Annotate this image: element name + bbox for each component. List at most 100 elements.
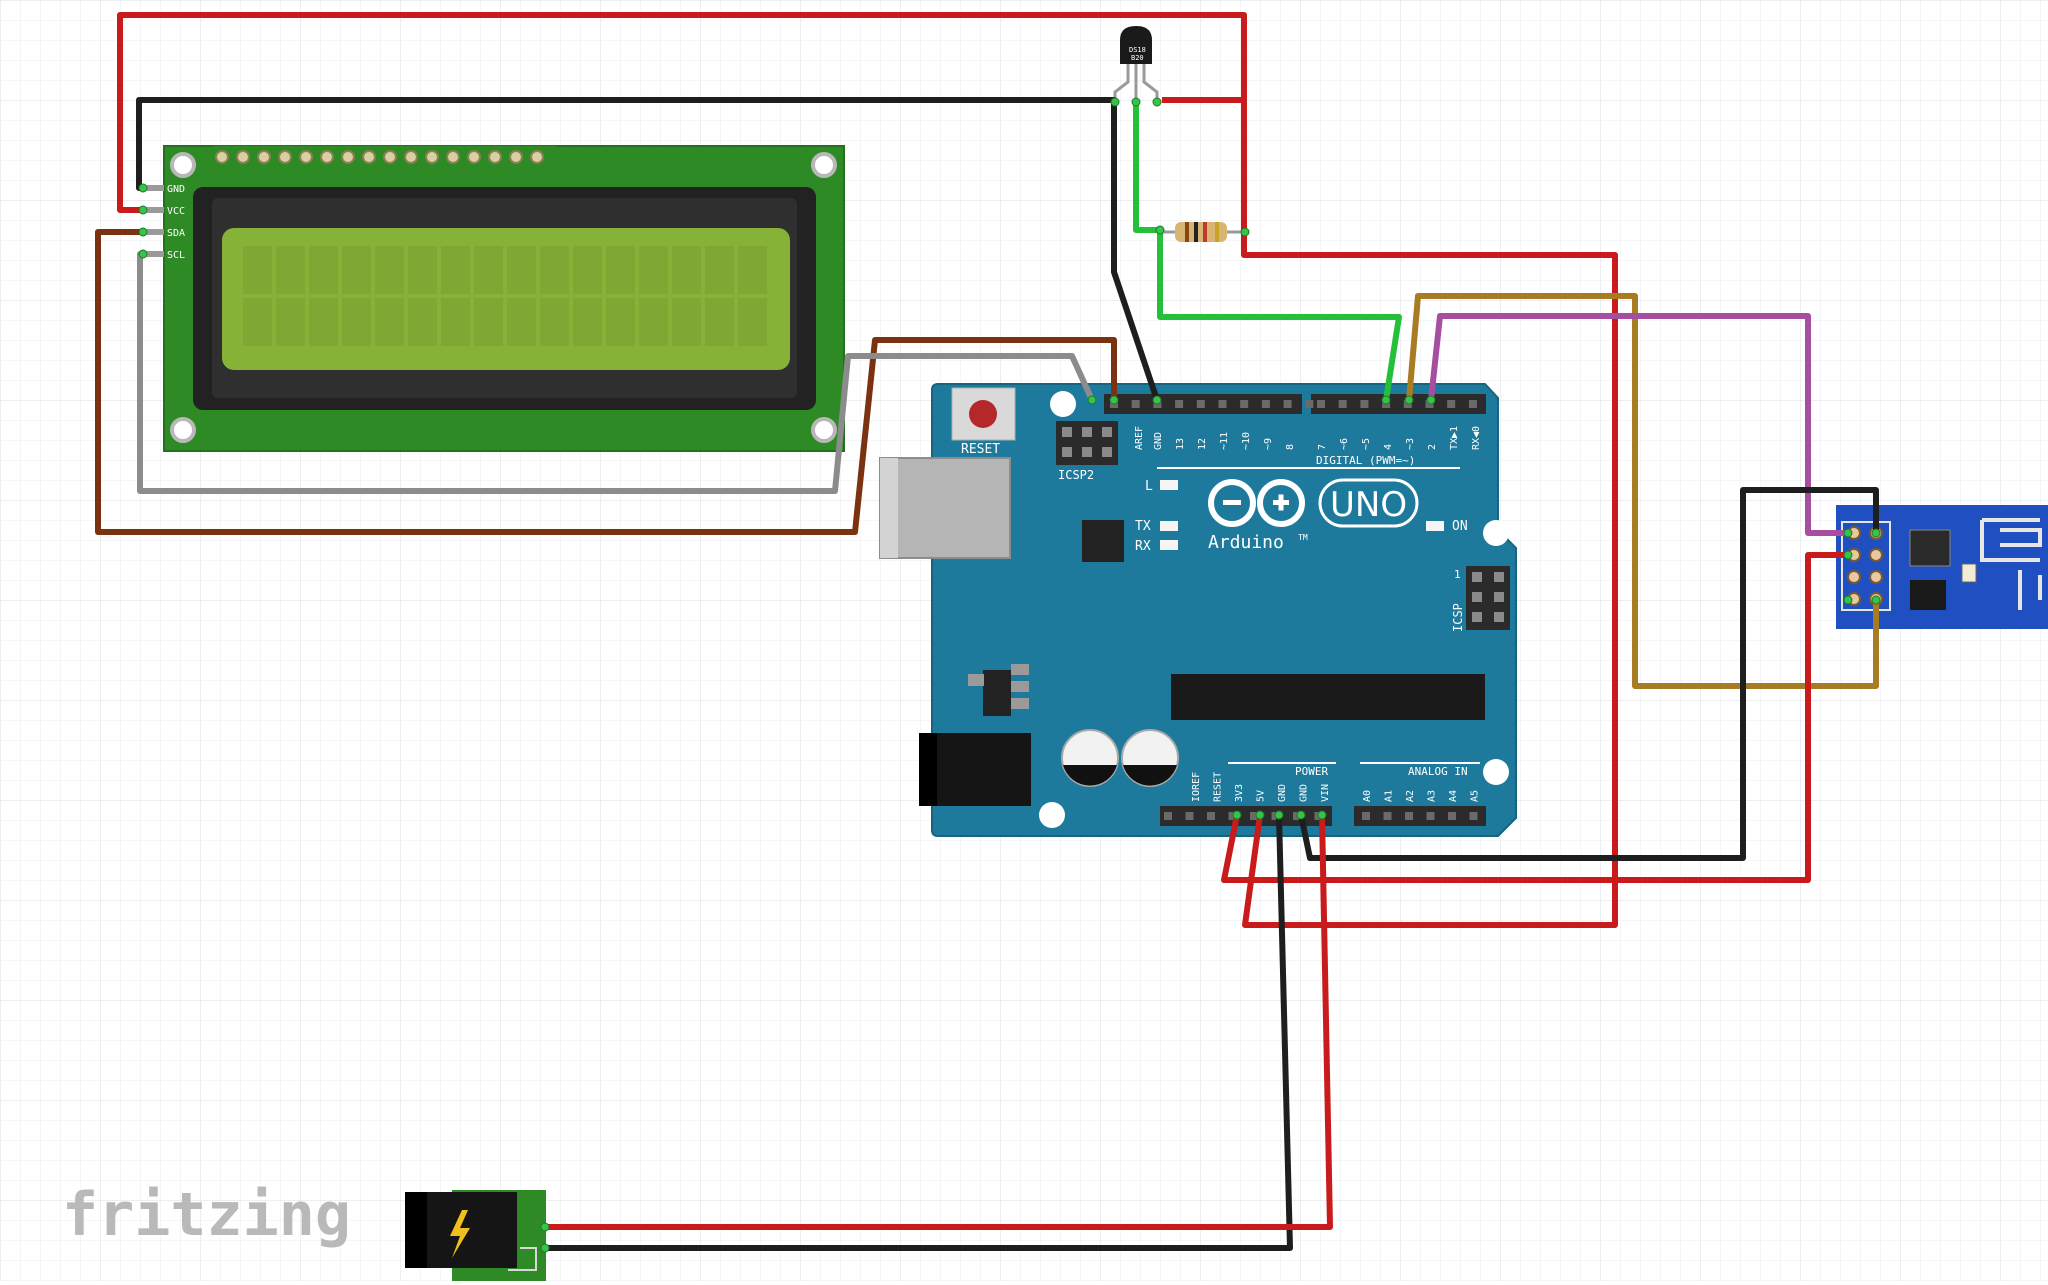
led-l: [1160, 480, 1178, 490]
lcd-pin[interactable]: [140, 229, 164, 235]
header-pin: [1362, 812, 1370, 820]
led-tx: [1160, 521, 1178, 531]
wire-endpoint: [1843, 595, 1853, 605]
lcd-pin[interactable]: [140, 185, 164, 191]
reset-button-cap[interactable]: [969, 400, 997, 428]
esp-pin[interactable]: [1869, 570, 1883, 584]
power-pin-label: 3V3: [1234, 784, 1245, 802]
header-pin: [1305, 400, 1314, 408]
digital-pin-label: GND: [1153, 432, 1164, 450]
header-pin: [1472, 572, 1482, 582]
lcd-character-grid: [243, 246, 767, 346]
header-pin: [215, 150, 229, 164]
wire-jack-gnd[interactable]: [545, 814, 1293, 1251]
header-pin: [1131, 400, 1140, 408]
esp-led: [1961, 563, 1977, 583]
lcd-cell: [309, 246, 338, 294]
header-pin: [278, 150, 292, 164]
lcd-cell: [243, 298, 272, 346]
voltage-regulator: [968, 664, 1029, 716]
header-pin: [467, 150, 481, 164]
fritzing-watermark: fritzing: [62, 1180, 351, 1250]
led-rx: [1160, 540, 1178, 550]
power-pin-label: VIN: [1320, 784, 1331, 802]
wire-endpoint: [1152, 395, 1162, 405]
arduino-board: [931, 383, 1517, 837]
wire-endpoint: [1404, 395, 1414, 405]
wire-endpoint: [1871, 595, 1881, 605]
digital-pin-label: 13: [1175, 438, 1186, 450]
header-pin: [257, 150, 271, 164]
wire-sda[interactable]: [95, 229, 1117, 535]
digital-pin-label: 4: [1383, 444, 1394, 450]
wire-esp-tx[interactable]: [1406, 293, 1879, 689]
header-pin: [1494, 592, 1504, 602]
header-pin: [1472, 592, 1482, 602]
lcd-cell: [408, 246, 437, 294]
led-on-label: ON: [1452, 519, 1468, 534]
esp-pin[interactable]: [1869, 548, 1883, 562]
esp-pin[interactable]: [1847, 570, 1861, 584]
icsp2-label: ICSP2: [1058, 468, 1094, 482]
wire-sensor-data[interactable]: [1133, 100, 1402, 401]
led-tx-label: TX: [1135, 519, 1151, 534]
header-pin: [1494, 612, 1504, 622]
capacitor: [1061, 729, 1119, 787]
wire-endpoint: [540, 1222, 550, 1232]
wire-jack-vin[interactable]: [545, 814, 1333, 1230]
power-pin-label: RESET: [1213, 772, 1224, 802]
led-l-label: L: [1145, 479, 1153, 494]
esp8266-module[interactable]: [1836, 505, 2048, 629]
mount-hole: [170, 417, 196, 443]
resistor[interactable]: [1160, 222, 1245, 242]
lcd-cell: [507, 246, 536, 294]
power-pin-label: GND: [1277, 784, 1288, 802]
power-pin-label: GND: [1299, 784, 1310, 802]
wire-endpoint: [1232, 810, 1242, 820]
digital-pin-label: ~10: [1241, 432, 1252, 450]
wire-endpoint: [1087, 395, 1097, 405]
wire-vcc-lcd[interactable]: [117, 12, 1247, 213]
digital-pin-label: ~5: [1361, 438, 1372, 450]
esp-header-outline: [1841, 521, 1891, 611]
icsp-header: [1466, 566, 1510, 630]
header-pin: [1196, 400, 1205, 408]
lcd-cell: [639, 246, 668, 294]
header-pin: [1405, 812, 1413, 820]
header-pin: [446, 150, 460, 164]
lcd-cell: [474, 246, 503, 294]
atmega-chip: [1171, 674, 1485, 720]
mount-hole: [811, 417, 837, 443]
sensor-legs: [1113, 64, 1159, 102]
wire-endpoint: [1240, 227, 1250, 237]
mount-hole: [170, 152, 196, 178]
usb-chip: [1082, 520, 1124, 562]
wire-3v3-esp[interactable]: [1221, 552, 1848, 883]
lcd-cell: [672, 246, 701, 294]
ds18b20-sensor[interactable]: DS18 B20: [1113, 26, 1159, 102]
wire-endpoint: [1381, 395, 1391, 405]
lcd-cell: [573, 246, 602, 294]
dc-barrel-jack: [919, 733, 1031, 806]
lcd-pin[interactable]: [140, 207, 164, 213]
header-pin: [1102, 447, 1112, 457]
uno-label: UNO: [1330, 485, 1407, 525]
arduino-trademark: TM: [1298, 533, 1308, 542]
wire-esp-rx[interactable]: [1428, 313, 1848, 536]
header-pin: [1164, 812, 1172, 820]
lcd-cell: [540, 246, 569, 294]
power-jack[interactable]: [405, 1190, 546, 1281]
lcd-pin[interactable]: [140, 251, 164, 257]
mount-hole: [1483, 759, 1509, 785]
power-header: [1160, 806, 1332, 826]
analog-pin-label: A5: [1470, 790, 1481, 802]
lcd-screen: [222, 228, 790, 370]
header-block: [1354, 806, 1486, 826]
lcd-cell: [705, 246, 734, 294]
mount-hole: [811, 152, 837, 178]
sensor-body: [1120, 26, 1152, 64]
wire-gnd-esp[interactable]: [1298, 487, 1879, 861]
